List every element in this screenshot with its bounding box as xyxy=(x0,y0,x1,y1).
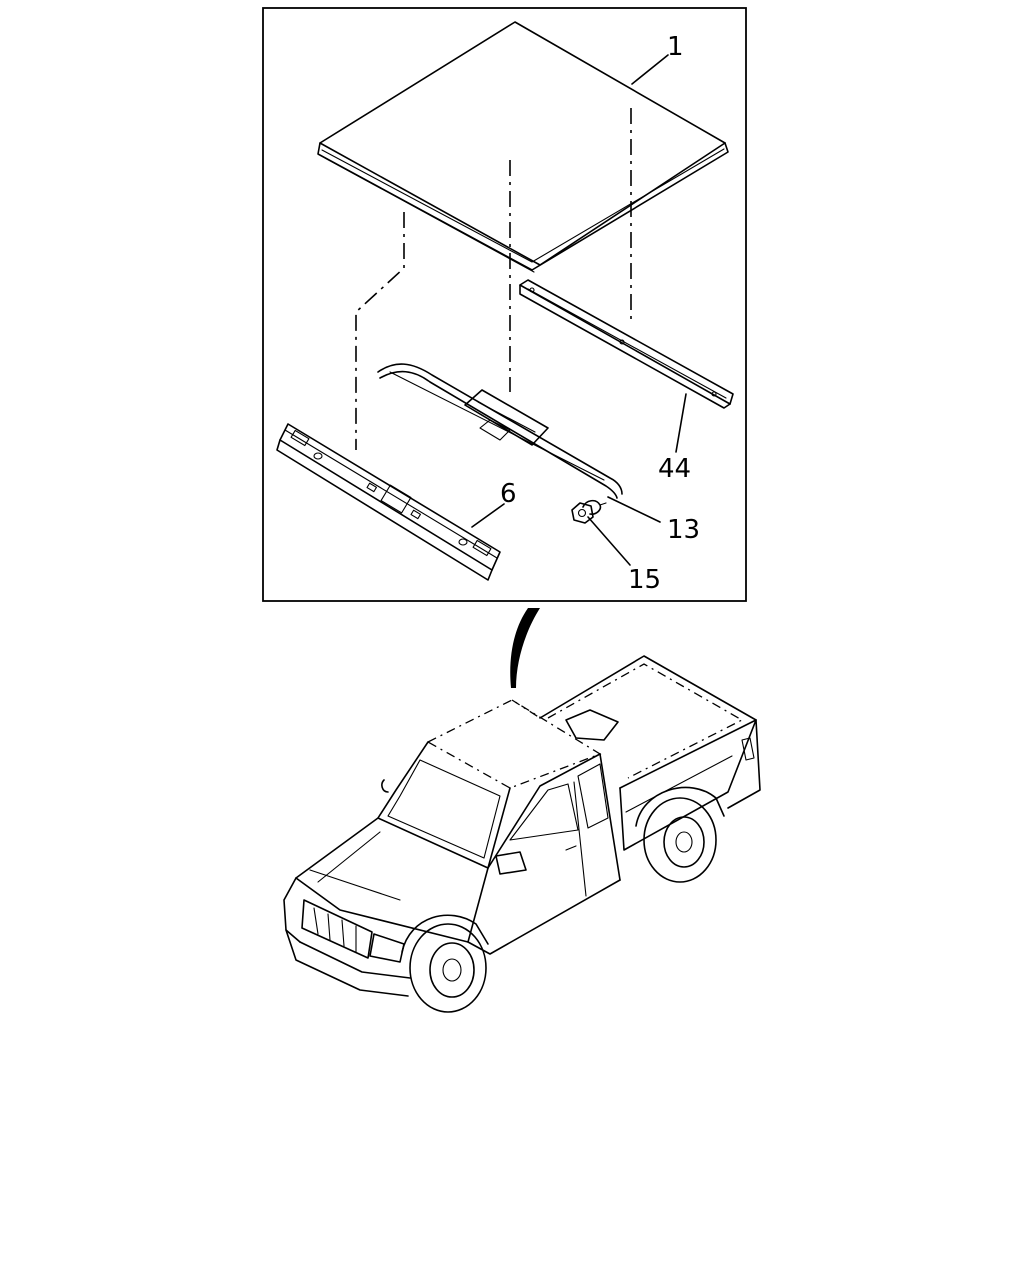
callout-1: 1 xyxy=(667,32,684,62)
callout-6: 6 xyxy=(500,479,517,509)
pickup-truck-illustration xyxy=(283,655,761,1013)
callout-13: 13 xyxy=(667,515,700,545)
exploded-view-frame xyxy=(262,7,747,602)
roof-bow xyxy=(377,363,623,499)
nut-part xyxy=(571,502,594,524)
front-header-panel xyxy=(276,423,501,581)
callout-15: 15 xyxy=(628,565,661,595)
clip-part xyxy=(582,499,607,515)
location-pointer xyxy=(510,608,540,688)
leader-lines xyxy=(471,54,687,566)
callout-44: 44 xyxy=(658,454,691,484)
rear-roof-rail xyxy=(519,279,734,409)
assembly-lines xyxy=(355,108,632,450)
roof-panel xyxy=(317,21,729,273)
